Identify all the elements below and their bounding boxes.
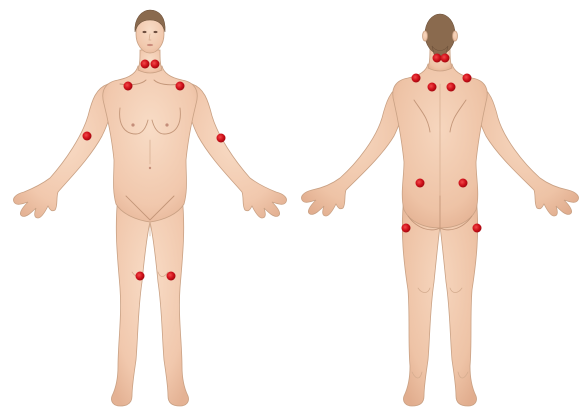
front-mouth <box>147 44 153 46</box>
tender-point-marker <box>447 83 456 92</box>
tender-point-marker <box>83 132 92 141</box>
tender-point-marker <box>217 134 226 143</box>
tender-point-marker <box>167 272 176 281</box>
front-eye-left <box>154 31 158 33</box>
tender-point-marker <box>441 54 450 63</box>
tender-point-marker <box>402 224 411 233</box>
back-ear-left <box>423 31 428 41</box>
tender-point-marker <box>428 83 437 92</box>
front-nipple-right <box>131 123 134 126</box>
tender-point-marker <box>473 224 482 233</box>
back-left-arm <box>301 84 408 216</box>
tender-point-marker <box>151 60 160 69</box>
back-figure <box>301 14 578 406</box>
front-eye-right <box>143 31 147 33</box>
tender-point-marker <box>176 82 185 91</box>
front-figure <box>13 10 286 406</box>
tender-point-marker <box>463 74 472 83</box>
back-right-arm <box>472 84 579 216</box>
back-head-hair <box>425 14 455 54</box>
tender-point-marker <box>416 179 425 188</box>
front-left-arm <box>186 84 287 218</box>
tender-point-marker <box>124 82 133 91</box>
tender-point-marker <box>459 179 468 188</box>
back-ear-right <box>453 31 458 41</box>
front-navel <box>149 167 151 169</box>
tender-point-marker <box>141 60 150 69</box>
tender-point-marker <box>433 54 442 63</box>
front-nipple-left <box>165 123 168 126</box>
tender-point-marker <box>412 74 421 83</box>
tender-point-marker <box>136 272 145 281</box>
front-right-arm <box>13 84 114 218</box>
